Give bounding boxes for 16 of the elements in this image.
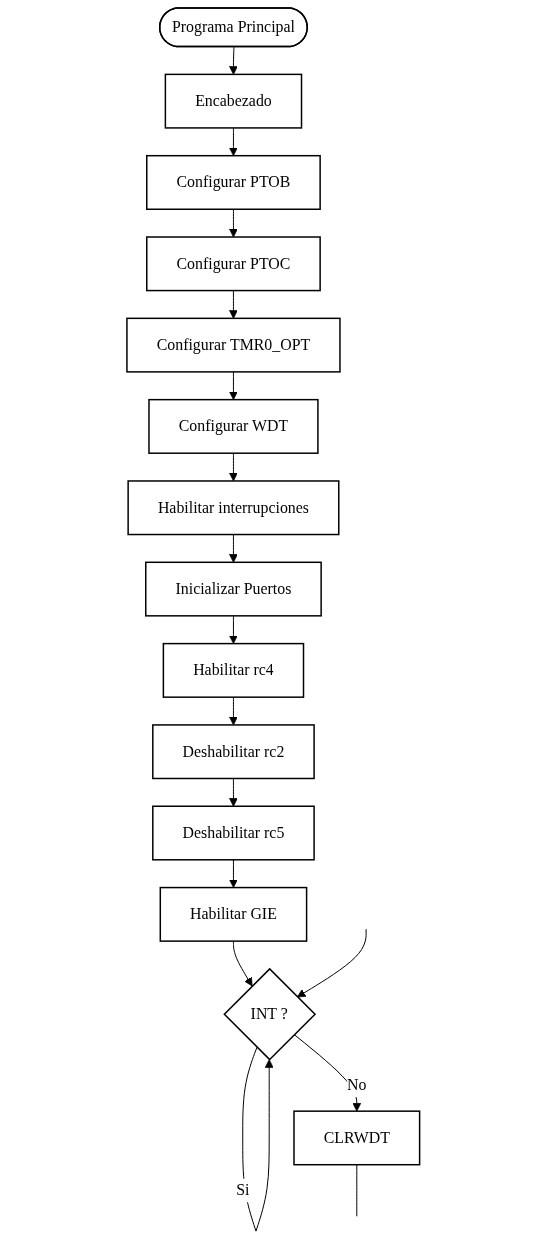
node-box: Configurar WDT: [148, 398, 319, 454]
node-diamond: INT ?: [223, 967, 317, 1061]
edge-label: No: [347, 1076, 367, 1094]
node-box: Habilitar GIE: [159, 886, 308, 942]
edge-label: Si: [236, 1181, 250, 1199]
node-box: Configurar TMR0_OPT: [126, 317, 341, 373]
node-box: Configurar PTOC: [146, 236, 322, 292]
node-box: CLRWDT: [293, 1110, 421, 1166]
node-box: Deshabilitar rc5: [152, 805, 316, 861]
node-box: Habilitar rc4: [162, 642, 305, 698]
node-box: Configurar PTOB: [146, 154, 322, 210]
node-box: Deshabilitar rc2: [152, 724, 316, 780]
node-box: Inicializar Puertos: [145, 561, 323, 617]
node-box: Habilitar interrupciones: [127, 480, 340, 536]
node-box: Encabezado: [164, 73, 303, 129]
connector: [356, 1164, 358, 1217]
